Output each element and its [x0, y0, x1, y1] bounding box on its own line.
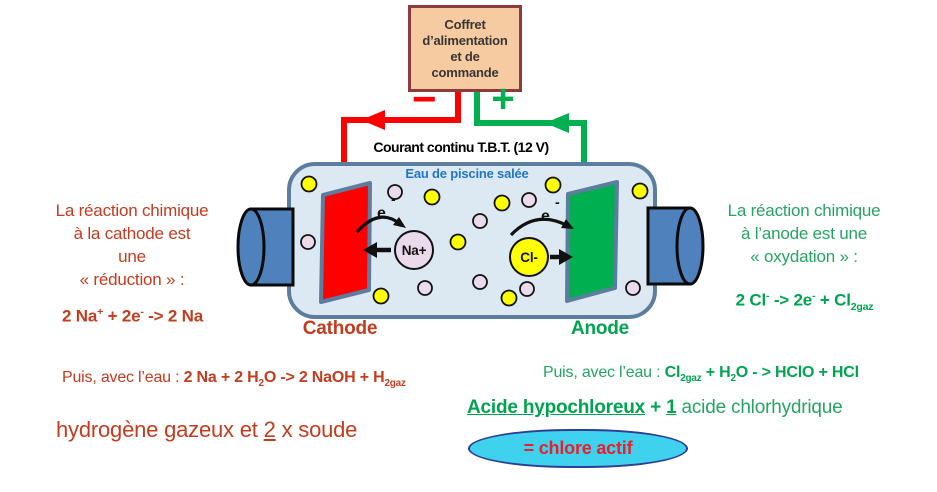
power-box-line: Coffret	[444, 16, 486, 32]
chloride-ion-label: Cl-	[520, 250, 537, 265]
anode-label: Anode	[570, 318, 630, 339]
positive-terminal-sign: +	[491, 77, 515, 121]
chloride-ion-dot	[372, 287, 390, 305]
intro-line: « oxydation » :	[750, 247, 858, 266]
chloride-ion-dot	[449, 233, 467, 251]
intro-line: une	[118, 247, 146, 266]
salt-water-label: Eau de piscine salée	[405, 166, 529, 181]
sodium-ion-dot	[625, 280, 641, 296]
power-box-line: commande	[431, 64, 499, 80]
electron-charge-right: -	[555, 194, 560, 210]
electron-arrow-right	[509, 217, 574, 237]
cathode-electrode	[319, 181, 372, 304]
power-box-line: et de	[450, 48, 480, 64]
ions-group	[300, 175, 649, 307]
sodium-ion-dot	[300, 234, 316, 250]
electron-label-right: e	[541, 208, 550, 225]
active-chlorine-label: = chlore actif	[523, 438, 633, 458]
na-attraction-arrow	[363, 242, 391, 258]
cathode-reaction-intro: La réaction chimique à la cathode est un…	[22, 199, 242, 291]
intro-line: La réaction chimique	[727, 201, 881, 220]
red-wire	[341, 90, 461, 196]
inlet-pipe-left	[236, 207, 295, 287]
intro-line: « réduction » :	[79, 270, 185, 289]
sodium-ion-dot	[472, 213, 488, 229]
sodium-ion-dot	[521, 192, 537, 208]
acid-products-line: Acide hypochloreux + 1 acide chlorhydriq…	[467, 397, 843, 418]
sodium-ion-dot	[417, 280, 433, 296]
chloride-ion-dot	[500, 289, 518, 307]
cathode-products-summary: hydrogène gazeux et 2 x soude	[56, 417, 358, 442]
active-chlorine-bubble: = chlore actif	[468, 429, 688, 468]
cathode-water-reaction: Puis, avec l’eau : 2 Na + 2 H2O -> 2 NaO…	[62, 369, 406, 390]
chloride-ion-dot	[631, 182, 649, 200]
intro-line: à l’anode est une	[740, 224, 868, 243]
cathode-half-equation: 2 Na+ + 2e- -> 2 Na	[61, 306, 204, 326]
electron-arrow-left	[355, 215, 406, 234]
green-wire	[474, 90, 587, 196]
chloride-ion-dot	[423, 188, 441, 206]
power-control-box: Coffret d’alimentation et de commande	[408, 5, 522, 92]
power-box-line: d’alimentation	[422, 32, 508, 48]
cl-attraction-arrow	[550, 249, 573, 265]
intro-line: à la cathode est	[73, 224, 191, 243]
chloride-ion	[509, 237, 549, 277]
current-type-label: Courant continu T.B.T. (12 V)	[373, 139, 549, 155]
chloride-ion-dot	[493, 194, 511, 212]
outlet-pipe-right	[646, 206, 705, 286]
red-current-arrow-icon	[361, 110, 385, 130]
chloride-ion-dot	[544, 176, 562, 194]
sodium-ion-label: Na+	[402, 243, 427, 258]
electron-charge-left: -	[391, 191, 396, 207]
intro-line: La réaction chimique	[55, 201, 209, 220]
anode-water-reaction: Puis, avec l’eau : Cl2gaz + H2O - > HClO…	[543, 364, 859, 385]
sodium-ion-dot	[472, 274, 488, 290]
electron-label-left: e	[377, 205, 386, 222]
anode-half-equation: 2 Cl- -> 2e- + Cl2gaz	[735, 290, 874, 314]
anode-electrode	[565, 180, 619, 303]
negative-terminal-sign: −	[411, 75, 437, 122]
sodium-ion-dot	[387, 184, 403, 200]
sodium-ion	[394, 230, 434, 270]
anode-reaction-intro: La réaction chimique à l’anode est une «…	[698, 199, 910, 268]
chloride-ion-dot	[300, 175, 318, 193]
cathode-label: Cathode	[302, 318, 378, 339]
sodium-ion-dot	[519, 281, 535, 297]
green-current-arrow-icon	[545, 113, 569, 133]
